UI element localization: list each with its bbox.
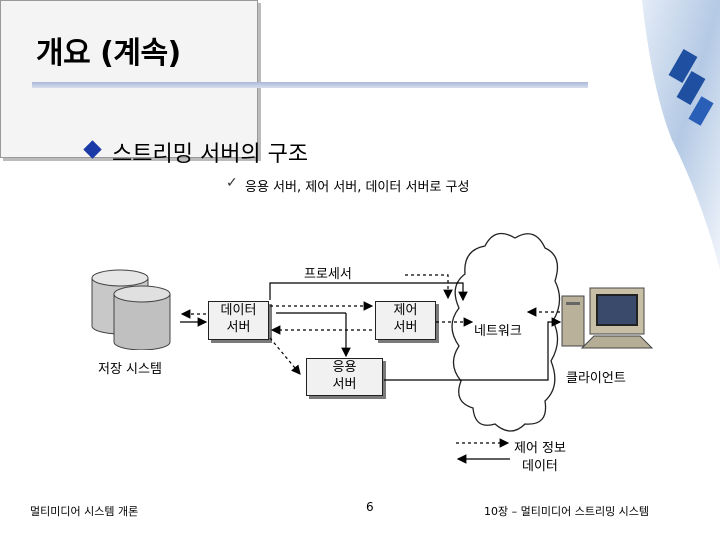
title-underline [32,82,588,88]
processor-label: 프로세서 [304,267,352,282]
control-server-box: 제어 서버 [375,301,436,340]
computer-icon [561,287,654,349]
corner-decoration [642,0,720,270]
legend-control-label: 제어 정보 [514,441,566,456]
footer-course-title: 멀티미디어 시스템 개론 [30,505,139,518]
footer-chapter-title: 10장 – 멀티미디어 스트리밍 시스템 [484,505,650,518]
bullet-main: 스트리밍 서버의 구조 [112,142,309,167]
app-server-label-2: 서버 [332,377,357,392]
app-server-box: 응용 서버 [306,358,383,396]
checkmark-icon: ✓ [226,175,238,191]
network-label: 네트워크 [474,320,522,339]
control-server-label-2: 서버 [393,320,418,335]
storage-label: 저장 시스템 [98,362,162,377]
bullet-sub: 응용 서버, 제어 서버, 데이터 서버로 구성 [245,180,470,195]
slide-title: 개요 (계속) [36,36,181,71]
app-server-label-1: 응용 [332,360,357,375]
processor-box [0,0,258,158]
database-icon [91,269,171,350]
data-server-label-2: 서버 [226,320,251,335]
footer-page-number: 6 [366,500,374,514]
client-label: 클라이언트 [566,371,626,386]
data-server-label-1: 데이터 [220,303,257,318]
data-server-box: 데이터 서버 [208,301,269,340]
legend-data-label: 데이터 [522,459,558,474]
control-server-label-1: 제어 [393,303,418,318]
